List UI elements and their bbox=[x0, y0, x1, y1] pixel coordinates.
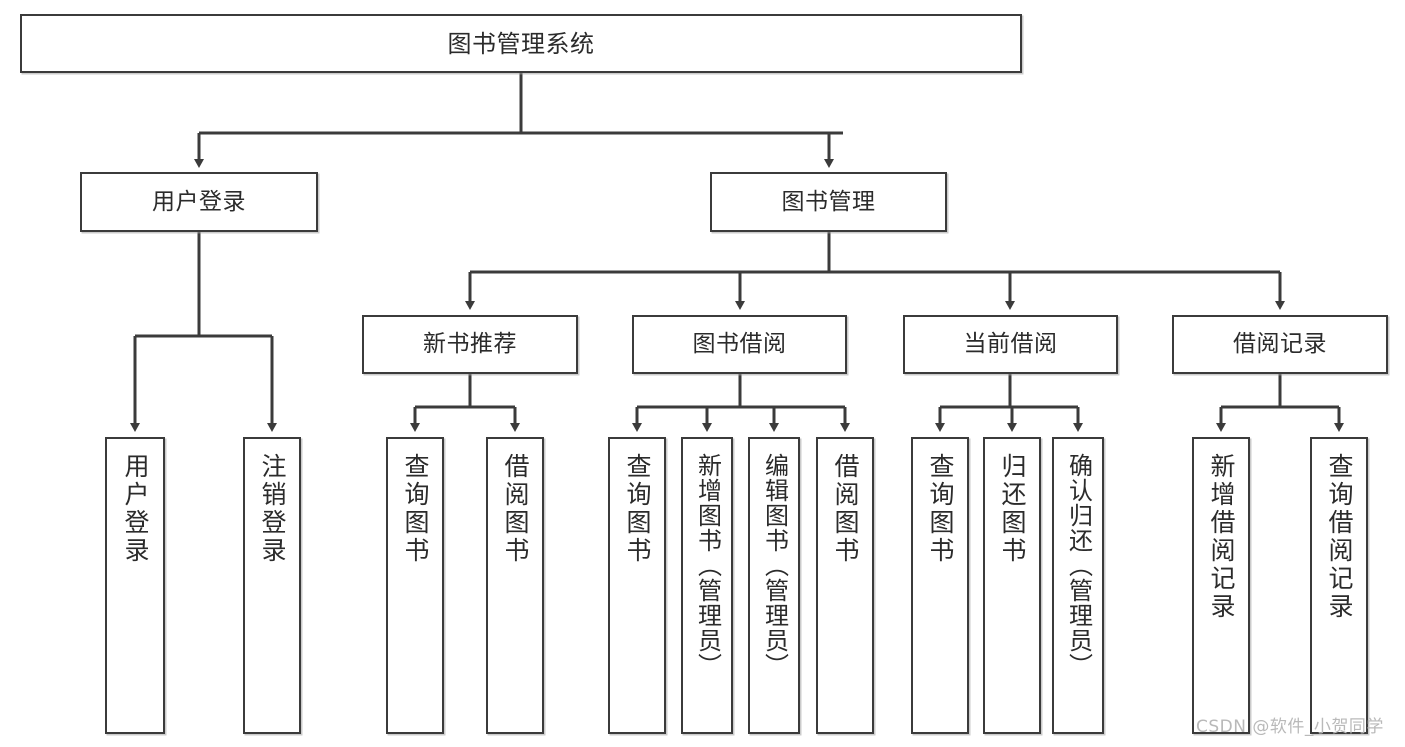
node-book-manage[interactable]: 图书管理 bbox=[710, 172, 947, 232]
node-new-book-rec-label: 新书推荐 bbox=[423, 331, 517, 357]
node-leaf-bb-query[interactable]: 查询图书 bbox=[608, 437, 666, 734]
node-leaf-br-query[interactable]: 查询借阅记录 bbox=[1310, 437, 1368, 734]
node-leaf-br-add[interactable]: 新增借阅记录 bbox=[1192, 437, 1250, 734]
node-leaf-cb-query[interactable]: 查询图书 bbox=[911, 437, 969, 734]
node-current-borrow[interactable]: 当前借阅 bbox=[903, 315, 1118, 374]
node-leaf-cb-query-label: 查询图书 bbox=[926, 453, 955, 565]
node-book-borrow-label: 图书借阅 bbox=[692, 331, 787, 357]
node-leaf-cb-confirm[interactable]: 确认归还（管理员） bbox=[1052, 437, 1104, 734]
node-leaf-user-login-label: 用户登录 bbox=[121, 453, 150, 565]
node-leaf-bb-add[interactable]: 新增图书（管理员） bbox=[681, 437, 733, 734]
node-borrow-record[interactable]: 借阅记录 bbox=[1172, 315, 1388, 374]
node-leaf-user-logout-label: 注销登录 bbox=[258, 453, 287, 565]
node-leaf-br-add-label: 新增借阅记录 bbox=[1207, 453, 1236, 621]
node-borrow-record-label: 借阅记录 bbox=[1233, 331, 1327, 357]
node-leaf-bb-query-label: 查询图书 bbox=[623, 453, 652, 565]
node-leaf-rec-query-label: 查询图书 bbox=[401, 453, 430, 565]
node-leaf-cb-confirm-label: 确认归还（管理员） bbox=[1064, 453, 1093, 678]
node-new-book-rec[interactable]: 新书推荐 bbox=[362, 315, 578, 374]
node-leaf-rec-borrow-label: 借阅图书 bbox=[501, 453, 530, 565]
node-leaf-rec-borrow[interactable]: 借阅图书 bbox=[486, 437, 544, 734]
node-leaf-br-query-label: 查询借阅记录 bbox=[1325, 453, 1354, 621]
node-leaf-bb-borrow-label: 借阅图书 bbox=[831, 453, 860, 565]
node-leaf-rec-query[interactable]: 查询图书 bbox=[386, 437, 444, 734]
node-leaf-bb-borrow[interactable]: 借阅图书 bbox=[816, 437, 874, 734]
csdn-watermark: CSDN @软件_小贺同学 bbox=[1196, 717, 1384, 737]
node-root[interactable]: 图书管理系统 bbox=[20, 14, 1022, 73]
node-leaf-bb-add-label: 新增图书（管理员） bbox=[693, 453, 722, 678]
node-leaf-bb-edit-label: 编辑图书（管理员） bbox=[760, 453, 789, 678]
node-user-login-label: 用户登录 bbox=[152, 188, 246, 215]
node-leaf-user-logout[interactable]: 注销登录 bbox=[243, 437, 301, 734]
node-root-label: 图书管理系统 bbox=[447, 29, 595, 58]
node-user-login[interactable]: 用户登录 bbox=[80, 172, 318, 232]
node-leaf-bb-edit[interactable]: 编辑图书（管理员） bbox=[748, 437, 800, 734]
node-book-manage-label: 图书管理 bbox=[781, 188, 876, 215]
node-current-borrow-label: 当前借阅 bbox=[963, 331, 1058, 357]
node-leaf-cb-return[interactable]: 归还图书 bbox=[983, 437, 1041, 734]
node-book-borrow[interactable]: 图书借阅 bbox=[632, 315, 847, 374]
node-leaf-cb-return-label: 归还图书 bbox=[998, 453, 1027, 565]
node-leaf-user-login[interactable]: 用户登录 bbox=[105, 437, 165, 734]
